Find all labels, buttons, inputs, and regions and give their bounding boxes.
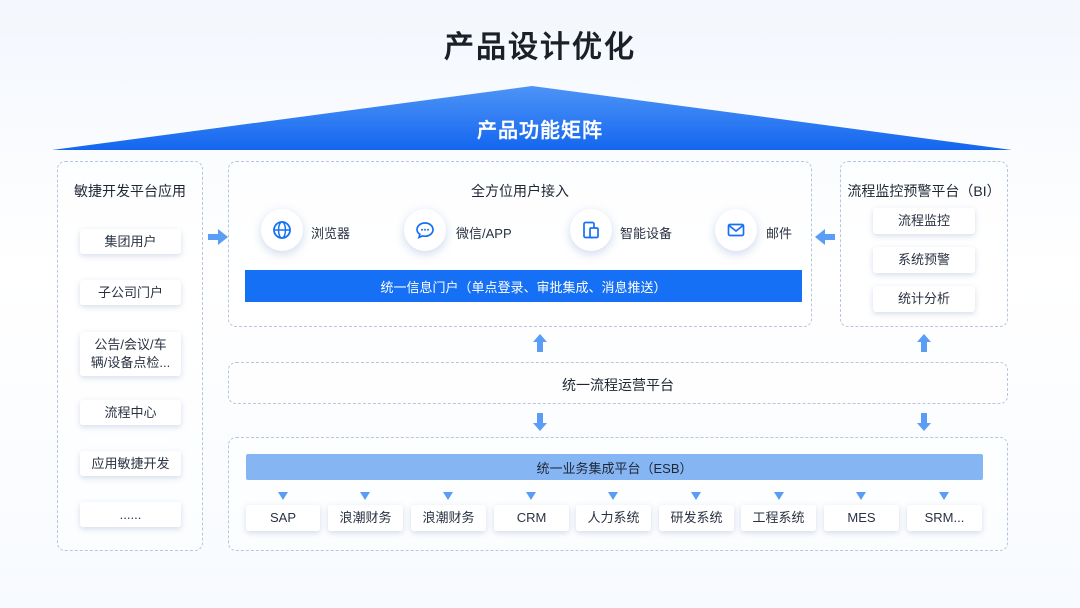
down-triangle-icon [774, 492, 784, 500]
left-item-agile-dev[interactable]: 应用敏捷开发 [80, 451, 181, 476]
left-item-notices[interactable]: 公告/会议/车 辆/设备点检... [80, 332, 181, 376]
left-panel-title: 敏捷开发平台应用 [74, 183, 186, 199]
mail-icon [727, 223, 745, 237]
system-hr[interactable]: 人力系统 [576, 505, 651, 531]
arrow-up-icon [917, 334, 931, 352]
chat-icon [416, 222, 434, 240]
browser-channel[interactable] [261, 209, 303, 251]
system-rnd[interactable]: 研发系统 [659, 505, 734, 531]
down-triangle-icon [526, 492, 536, 500]
device-icon [583, 221, 599, 239]
down-triangle-icon [443, 492, 453, 500]
bi-item-monitor[interactable]: 流程监控 [873, 208, 975, 234]
system-engineering[interactable]: 工程系统 [741, 505, 816, 531]
left-item-more[interactable]: ...... [80, 502, 181, 527]
arrow-down-icon [533, 413, 547, 431]
access-title: 全方位用户接入 [471, 183, 569, 199]
system-inspur-finance-2[interactable]: 浪潮财务 [411, 505, 486, 531]
mail-channel[interactable] [715, 209, 757, 251]
globe-icon [273, 221, 291, 239]
process-platform-label: 统一流程运营平台 [562, 377, 674, 393]
wechat-channel[interactable] [404, 209, 446, 251]
arrow-down-icon [917, 413, 931, 431]
arrow-right-icon [208, 229, 228, 245]
bi-item-analysis[interactable]: 统计分析 [873, 286, 975, 312]
esb-bar[interactable]: 统一业务集成平台（ESB） [246, 454, 983, 480]
smart-device-channel[interactable] [570, 209, 612, 251]
down-triangle-icon [360, 492, 370, 500]
down-triangle-icon [608, 492, 618, 500]
left-item-group-users[interactable]: 集团用户 [80, 229, 181, 254]
channel-label-device: 智能设备 [620, 226, 673, 241]
down-triangle-icon [939, 492, 949, 500]
arrow-up-icon [533, 334, 547, 352]
bi-item-alert[interactable]: 系统预警 [873, 247, 975, 273]
channel-label-browser: 浏览器 [311, 226, 351, 241]
system-sap[interactable]: SAP [246, 505, 320, 531]
down-triangle-icon [278, 492, 288, 500]
channel-label-wechat: 微信/APP [456, 226, 512, 241]
page-title: 产品设计优化 [444, 31, 636, 64]
left-item-process-center[interactable]: 流程中心 [80, 400, 181, 425]
system-srm[interactable]: SRM... [907, 505, 982, 531]
roof-label: 产品功能矩阵 [477, 120, 603, 142]
roof-triangle [52, 86, 1012, 150]
channel-label-mail: 邮件 [766, 226, 793, 241]
system-mes[interactable]: MES [824, 505, 899, 531]
bi-title: 流程监控预警平台（BI） [847, 183, 1001, 199]
system-inspur-finance[interactable]: 浪潮财务 [328, 505, 403, 531]
down-triangle-icon [691, 492, 701, 500]
arrow-left-icon [815, 229, 835, 245]
process-platform[interactable] [228, 362, 1008, 404]
left-item-subsidiary-portal[interactable]: 子公司门户 [80, 280, 181, 305]
system-crm[interactable]: CRM [494, 505, 569, 531]
unified-portal-bar[interactable]: 统一信息门户（单点登录、审批集成、消息推送） [245, 270, 802, 302]
down-triangle-icon [856, 492, 866, 500]
